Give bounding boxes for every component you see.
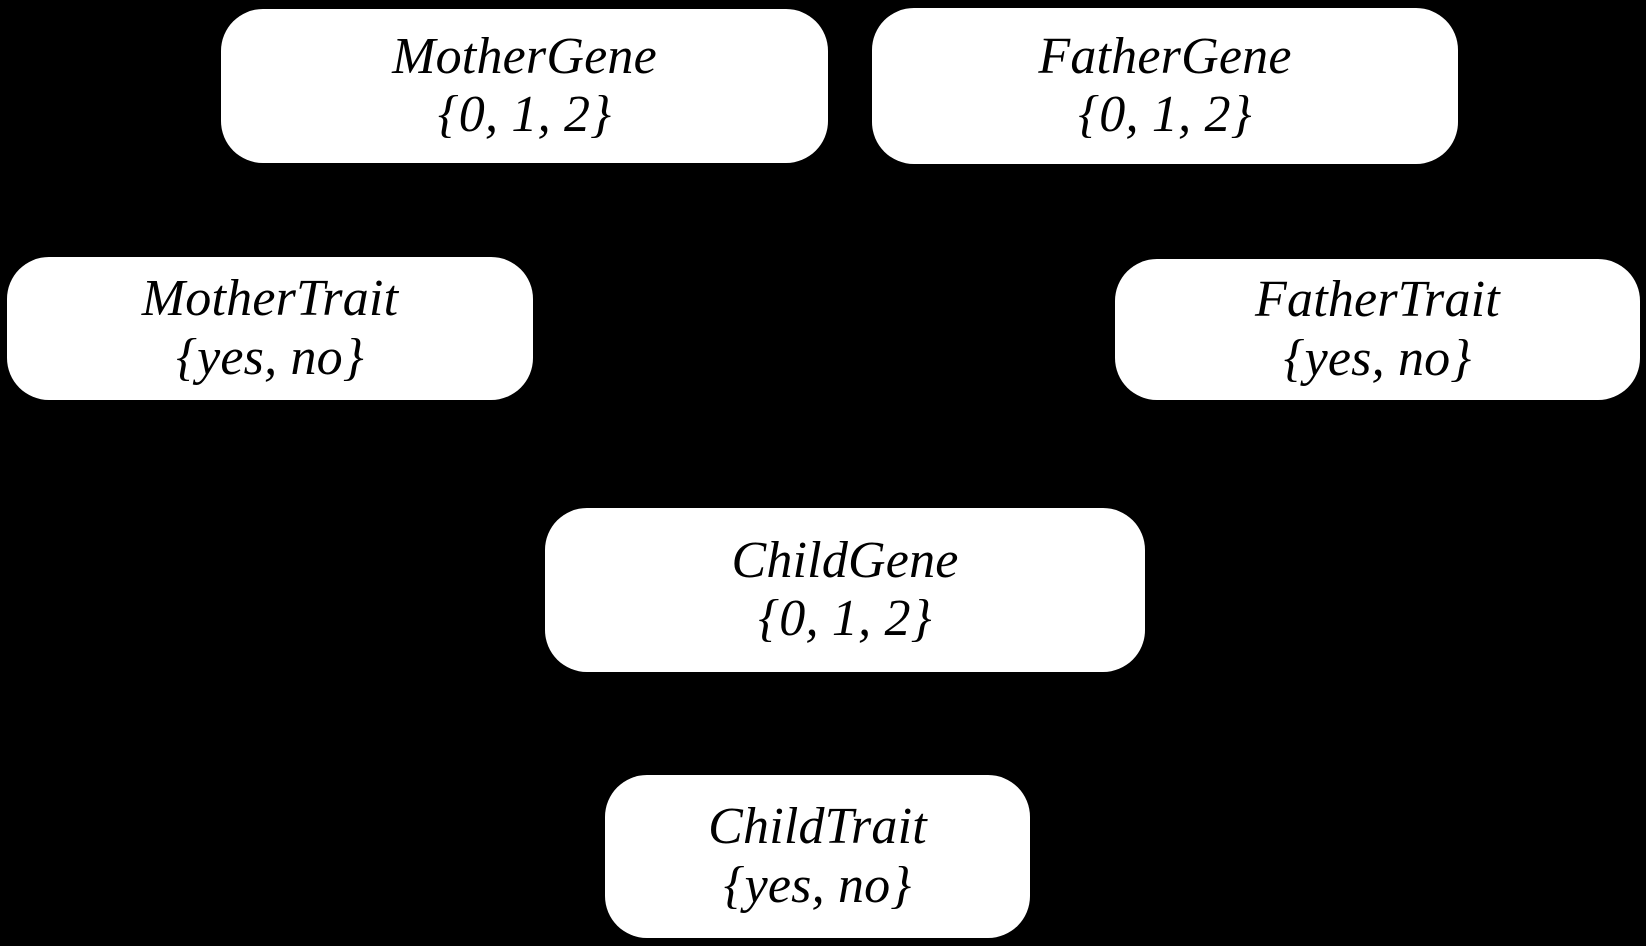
node-father-trait-label: FatherTrait [1255,271,1500,329]
node-mother-trait[interactable]: MotherTrait {yes, no} [7,257,533,400]
node-child-gene-label: ChildGene [731,531,959,589]
node-child-trait-domain: {yes, no} [723,856,912,914]
node-mother-gene[interactable]: MotherGene {0, 1, 2} [221,9,828,163]
node-father-gene-label: FatherGene [1038,27,1292,85]
node-child-gene[interactable]: ChildGene {0, 1, 2} [545,508,1145,672]
node-father-trait-domain: {yes, no} [1283,329,1472,387]
node-child-trait[interactable]: ChildTrait {yes, no} [605,775,1030,938]
node-child-trait-label: ChildTrait [708,798,927,856]
node-father-gene[interactable]: FatherGene {0, 1, 2} [872,8,1458,164]
node-child-gene-domain: {0, 1, 2} [758,590,932,647]
node-mother-trait-label: MotherTrait [141,270,399,328]
node-mother-gene-domain: {0, 1, 2} [437,86,612,143]
node-father-gene-domain: {0, 1, 2} [1078,86,1252,143]
node-mother-trait-domain: {yes, no} [176,328,364,386]
node-mother-gene-label: MotherGene [392,27,657,85]
node-father-trait[interactable]: FatherTrait {yes, no} [1115,259,1640,400]
